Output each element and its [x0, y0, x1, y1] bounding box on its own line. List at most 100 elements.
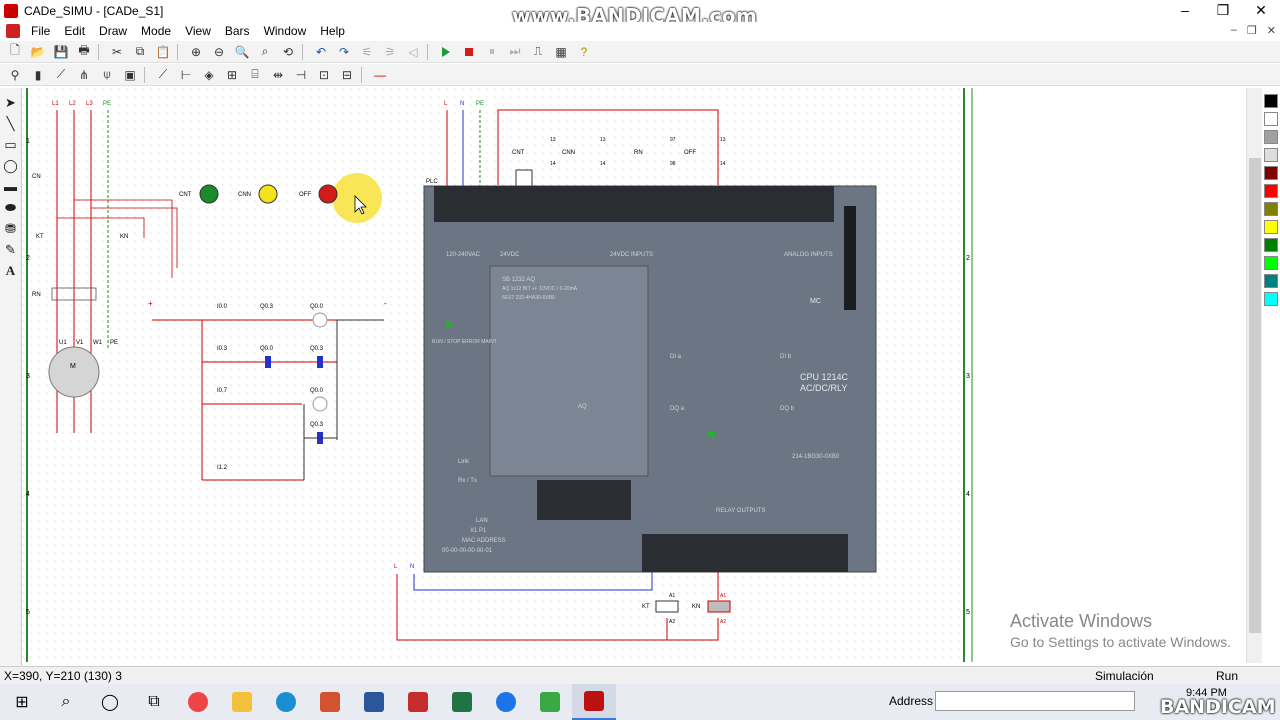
word-icon[interactable]: [352, 684, 396, 720]
paste-icon[interactable]: 📋: [155, 44, 171, 59]
app-icon[interactable]: [4, 4, 18, 18]
menu-bars[interactable]: Bars: [224, 24, 250, 38]
palette-swatch[interactable]: [1264, 274, 1278, 288]
multi-contact-icon[interactable]: ⊟: [341, 67, 353, 82]
edge-icon[interactable]: [264, 684, 308, 720]
save-icon[interactable]: 💾: [53, 44, 69, 59]
copy-icon[interactable]: ⧉: [135, 44, 145, 58]
palette-swatch[interactable]: [1264, 166, 1278, 180]
pushbutton-icon[interactable]: ⊢: [180, 67, 192, 82]
windows-start-icon[interactable]: ⊞: [15, 694, 29, 711]
pen-icon[interactable]: ✎: [5, 242, 16, 257]
palette-swatch[interactable]: [1264, 148, 1278, 162]
zalo-icon[interactable]: [484, 684, 528, 720]
task-view-icon[interactable]: ⧉: [148, 693, 160, 710]
bridge-icon[interactable]: ⇹: [272, 67, 284, 82]
help-icon[interactable]: ?: [580, 44, 588, 59]
filled-rect-icon[interactable]: ▬: [4, 179, 17, 194]
palette-swatch[interactable]: [1264, 184, 1278, 198]
document-icon[interactable]: [6, 24, 20, 38]
switch-icon[interactable]: ⟋: [56, 67, 66, 81]
palette-swatch[interactable]: [1264, 256, 1278, 270]
relay-icon[interactable]: ▣: [124, 67, 136, 82]
contact-pair-icon[interactable]: ⊣: [295, 67, 307, 82]
play-icon[interactable]: [437, 43, 455, 61]
zoom-window-icon[interactable]: 🔍: [234, 44, 250, 59]
simulate-step-icon[interactable]: ⚟: [361, 44, 373, 59]
address-input[interactable]: [935, 691, 1135, 711]
simulate-pause-icon[interactable]: ⚞: [384, 44, 396, 59]
menu-draw[interactable]: Draw: [99, 24, 128, 38]
file-explorer-icon[interactable]: [220, 684, 264, 720]
new-icon[interactable]: 🗋: [10, 43, 20, 57]
palette-swatch[interactable]: [1264, 238, 1278, 252]
vertical-scrollbar[interactable]: [1246, 88, 1262, 663]
cadesimu-icon[interactable]: [572, 684, 616, 720]
ellipse-icon[interactable]: ◯: [3, 158, 18, 173]
contact-nc-icon[interactable]: ▮: [34, 67, 42, 82]
undo-icon[interactable]: ↶: [315, 44, 327, 59]
wire-icon[interactable]: —: [374, 67, 386, 82]
maximize-button[interactable]: ❐: [1216, 2, 1230, 18]
fill-bucket-icon[interactable]: ⛃: [5, 221, 16, 236]
search-icon[interactable]: ⌕: [61, 693, 71, 710]
open-icon[interactable]: 📂: [30, 44, 46, 59]
terminal-icon[interactable]: ⌸: [251, 67, 259, 81]
block-icon[interactable]: ⊡: [318, 67, 330, 82]
coil-icon[interactable]: ⍦: [103, 67, 111, 81]
redo-icon[interactable]: ↷: [338, 44, 350, 59]
stop-icon[interactable]: [460, 43, 478, 61]
menu-help[interactable]: Help: [320, 24, 345, 38]
doc-minimize-button[interactable]: –: [1230, 24, 1237, 36]
line-icon[interactable]: ╲: [6, 116, 15, 131]
cut-icon[interactable]: ✂: [111, 44, 123, 59]
chrome-icon[interactable]: [176, 684, 220, 720]
menu-file[interactable]: File: [31, 24, 51, 38]
filled-ellipse-icon[interactable]: ⬬: [4, 200, 17, 215]
zoom-out-icon[interactable]: ⊖: [213, 44, 225, 59]
step-back-icon[interactable]: ◁: [408, 44, 418, 59]
menu-mode[interactable]: Mode: [141, 24, 172, 38]
pause-icon[interactable]: ⏸: [488, 44, 495, 58]
coil-address: Q0.0: [310, 388, 324, 394]
autocad-icon[interactable]: [396, 684, 440, 720]
contact-no-icon[interactable]: ⚲: [10, 67, 20, 82]
coil-terminal: A1: [720, 593, 726, 599]
plc-s7-1200[interactable]: 120-240VAC 24VDC 24VDC INPUTS ANALOG INP…: [423, 185, 877, 573]
close-button[interactable]: ✕: [1255, 2, 1267, 18]
component-icon[interactable]: ⎍: [533, 44, 543, 58]
doc-restore-button[interactable]: ❐: [1246, 25, 1257, 37]
lamp-icon[interactable]: ◈: [204, 67, 214, 82]
zoom-fit-icon[interactable]: ⌕: [261, 44, 269, 58]
menu-window[interactable]: Window: [263, 24, 307, 38]
palette-swatch[interactable]: [1264, 292, 1278, 306]
doc-close-button[interactable]: ✕: [1266, 25, 1276, 37]
cortana-icon[interactable]: ◯: [101, 694, 119, 711]
palette-swatch[interactable]: [1264, 202, 1278, 216]
palette-swatch[interactable]: [1264, 94, 1278, 108]
drawing-canvas[interactable]: 1 2 3 4 5 2 3 4 5 L1 L2 L3 PE CN KT KN R…: [22, 88, 1262, 668]
plc-icon[interactable]: ▦: [555, 44, 567, 59]
motor-icon[interactable]: ⋔: [78, 67, 90, 82]
zoom-in-icon[interactable]: ⊕: [190, 44, 202, 59]
palette-swatch[interactable]: [1264, 112, 1278, 126]
timer-icon[interactable]: ⟋: [158, 67, 168, 81]
rectangle-icon[interactable]: ▭: [4, 137, 17, 152]
select-arrow-icon[interactable]: ➤: [5, 95, 16, 110]
text-icon[interactable]: A: [5, 263, 16, 278]
scrollbar-thumb[interactable]: [1249, 158, 1261, 633]
print-icon[interactable]: 🖶: [78, 43, 90, 57]
fuse-icon[interactable]: ⊞: [226, 67, 238, 82]
excel-icon[interactable]: [440, 684, 484, 720]
step-icon[interactable]: ⏭: [509, 44, 521, 58]
clock[interactable]: 9:44 PM: [1186, 687, 1227, 699]
menu-view[interactable]: View: [185, 24, 211, 38]
palette-swatch[interactable]: [1264, 220, 1278, 234]
di-label: DI b: [780, 354, 792, 360]
minimize-button[interactable]: –: [1181, 2, 1189, 18]
palette-swatch[interactable]: [1264, 130, 1278, 144]
camtasia-icon[interactable]: [528, 684, 572, 720]
menu-edit[interactable]: Edit: [64, 24, 86, 38]
powerpoint-icon[interactable]: [308, 684, 352, 720]
refresh-icon[interactable]: ⟲: [282, 44, 294, 59]
